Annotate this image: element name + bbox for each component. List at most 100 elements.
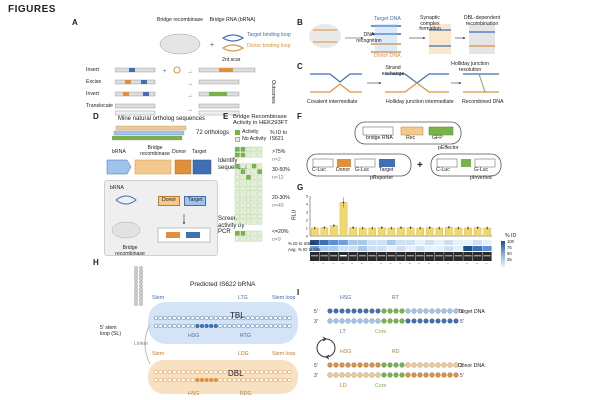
activity-cell: [246, 191, 251, 197]
g-xtick: IS1353: [422, 262, 431, 264]
i-nucleotide: [327, 362, 333, 368]
tbl-nucleotide: [190, 323, 195, 329]
activity-cell: [251, 180, 257, 186]
row-label-excise: Excise: [86, 79, 102, 85]
dbl-nucleotide: [163, 369, 168, 375]
i-nucleotide: [429, 362, 435, 368]
tbl-stem: Stem: [152, 295, 165, 301]
dbl-nucleotide: [236, 369, 241, 375]
i-nucleotide: [447, 308, 453, 314]
tbl-nucleotide: [222, 315, 228, 321]
dbl-nucleotide: [176, 377, 182, 383]
g-point: [457, 227, 460, 229]
heat-cell: [338, 240, 348, 245]
dbl-nucleotide: [172, 369, 177, 375]
activity-cell: [234, 152, 240, 158]
g-ytick: 1: [306, 226, 309, 231]
svg-text:→: →: [187, 69, 193, 75]
i-nucleotide: [345, 318, 351, 324]
activity-cell: [240, 186, 246, 191]
dbl-nucleotide: [255, 369, 260, 375]
dbl-nucleotide: [218, 369, 223, 375]
tbl-nucleotide: [236, 315, 241, 321]
tbl-nucleotide: [245, 323, 251, 329]
heat-cell: [482, 240, 492, 245]
activity-cell: [234, 214, 240, 219]
tbl-nucleotide: [255, 323, 260, 329]
step-hj-resolution: Holliday junction resolution: [451, 61, 489, 73]
activity-cell: [234, 180, 240, 186]
activity-cell: [246, 202, 251, 208]
i-target-side: Target DNA: [458, 309, 485, 315]
dbl-nucleotide: [236, 377, 241, 383]
stem-loop-label: 5' stem loop (SL): [100, 325, 122, 337]
activity-cell: [246, 236, 251, 242]
i-nucleotide: [393, 308, 399, 314]
tbl-nucleotide: [264, 315, 269, 321]
i-nucleotide: [399, 318, 405, 324]
activity-cell: [257, 202, 263, 208]
dbl-stem-loop: Stem loop: [272, 351, 296, 357]
i-nucleotide: [423, 308, 429, 314]
activity-cell: [257, 152, 263, 158]
g-point: [438, 227, 441, 229]
svg-text:5': 5': [460, 319, 464, 325]
tbl-nucleotide: [172, 315, 177, 321]
translocate-row: →: [115, 103, 240, 116]
stem-nucleotide: [134, 291, 138, 296]
e-col-header: % ID to IS621: [270, 130, 288, 142]
g-xtick: ISPs14: [403, 263, 412, 265]
dbl-nucleotide: [181, 377, 186, 383]
activity-cell: [234, 219, 240, 225]
dbl-nucleotide: [186, 369, 191, 375]
i-bottom-core: Core: [375, 383, 387, 389]
heat-row-label-1: % ID to IS621: [288, 241, 316, 246]
i-nucleotide: [339, 308, 345, 314]
tbl-nucleotide: [167, 323, 172, 329]
dbl-nucleotide: [268, 369, 274, 375]
dbl-nucleotide: [167, 377, 172, 383]
tbl-nucleotide: [268, 323, 274, 329]
tbl-nucleotide: [241, 315, 246, 321]
col-donor: Donor: [172, 149, 187, 155]
g-ytick: 3: [306, 210, 309, 215]
svg-text:+: +: [163, 69, 167, 75]
i-nucleotide: [405, 318, 411, 324]
i-nucleotide: [363, 308, 369, 314]
heat-cell: [482, 246, 492, 251]
tbl-nucleotide: [167, 315, 172, 321]
svg-text:→: →: [187, 81, 193, 87]
svg-text:→: →: [187, 93, 193, 99]
tbl-nucleotide: [227, 315, 232, 321]
activity-cell: [240, 214, 246, 219]
tbl-nucleotide: [199, 315, 205, 321]
legend-activity: Activity: [242, 129, 259, 135]
donor-loop-shape: [221, 44, 245, 52]
i-nucleotide: [351, 372, 357, 378]
activity-cell: [251, 174, 257, 180]
dbl-nucleotide: [273, 377, 278, 383]
tbl-nucleotide: [153, 323, 159, 329]
activity-cell: [246, 230, 251, 236]
i-nucleotide: [393, 372, 399, 378]
dbl-stem: Stem: [152, 351, 165, 357]
dbl-nucleotide: [176, 369, 182, 375]
caption-hj-intermediate: Holliday junction intermediate: [386, 99, 454, 105]
ortholog-count: 72 orthologs: [196, 130, 230, 136]
effector-gfp: GFP: [432, 135, 443, 141]
i-nucleotide: [351, 308, 357, 314]
heat-cell: [463, 240, 473, 245]
bin-75-n: n=2: [272, 157, 281, 163]
g-xtick: ISMav2: [441, 263, 451, 265]
page-title: FIGURES: [8, 4, 56, 15]
stem-nucleotide: [134, 302, 138, 306]
i-nucleotide: [411, 308, 417, 314]
reporter-target: Target: [379, 167, 394, 173]
heat-cell: [357, 246, 368, 251]
dbl-nucleotide: [209, 377, 214, 383]
dbl-nucleotide: [153, 377, 159, 383]
svg-text:3': 3': [314, 319, 318, 325]
g-point: [467, 227, 469, 229]
i-bottom-hsg: HSG: [340, 349, 352, 355]
tbl-nucleotide: [181, 315, 186, 321]
